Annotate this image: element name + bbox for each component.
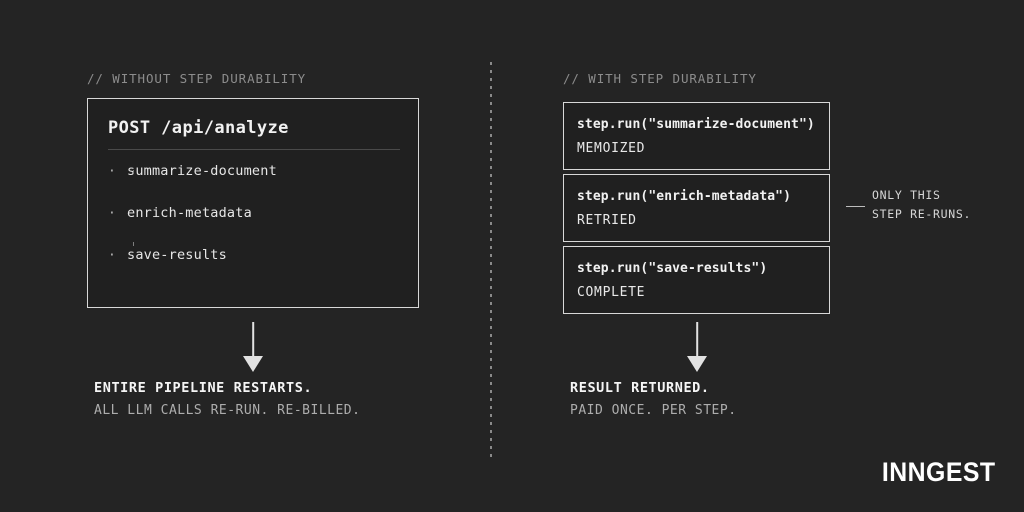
step-card-stack: step.run("summarize-document") MEMOIZED … <box>563 102 830 314</box>
status-badge: RETRIED <box>577 213 637 228</box>
callout-line-2: STEP RE-RUNS. <box>872 207 972 221</box>
bullet-icon: · <box>108 206 117 221</box>
arrow-shaft <box>252 322 254 358</box>
list-item: · enrich-metadata <box>108 205 400 247</box>
left-outcome-caption: ENTIRE PIPELINE RESTARTS. ALL LLM CALLS … <box>94 380 360 418</box>
arrow-shaft <box>696 322 698 358</box>
outcome-detail: PAID ONCE. PER STEP. <box>570 403 737 418</box>
callout-annotation: ONLY THIS STEP RE-RUNS. <box>872 186 971 224</box>
right-panel-comment: // WITH STEP DURABILITY <box>563 71 757 86</box>
outcome-headline: RESULT RETURNED. <box>570 380 710 396</box>
step-connector <box>133 242 134 246</box>
monolith-step-list: · summarize-document · enrich-metadata ·… <box>108 163 400 289</box>
step-call-label: step.run("enrich-metadata") <box>577 189 792 204</box>
monolith-divider-rule <box>108 149 400 150</box>
list-item: · save-results <box>108 247 400 289</box>
callout-leader-line <box>846 206 865 208</box>
outcome-detail: ALL LLM CALLS RE-RUN. RE-BILLED. <box>94 403 361 418</box>
down-arrow-icon <box>233 322 273 374</box>
list-item-label: summarize-document <box>127 163 277 179</box>
step-card: step.run("summarize-document") MEMOIZED <box>563 102 830 170</box>
status-badge: MEMOIZED <box>577 141 646 156</box>
callout-line-1: ONLY THIS <box>872 188 941 202</box>
arrow-head <box>687 356 707 372</box>
list-item-label: enrich-metadata <box>127 205 252 221</box>
bullet-icon: · <box>108 248 117 263</box>
step-card: step.run("enrich-metadata") RETRIED <box>563 174 830 242</box>
step-call-label: step.run("summarize-document") <box>577 117 815 132</box>
inngest-logo: INNGEST <box>882 457 996 487</box>
monolith-title: POST /api/analyze <box>108 118 289 138</box>
monolith-request-box: POST /api/analyze · summarize-document ·… <box>87 98 419 308</box>
arrow-head <box>243 356 263 372</box>
left-panel-comment: // WITHOUT STEP DURABILITY <box>87 71 307 86</box>
list-item: · summarize-document <box>108 163 400 205</box>
bullet-icon: · <box>108 164 117 179</box>
step-call-label: step.run("save-results") <box>577 261 768 276</box>
down-arrow-icon <box>677 322 717 374</box>
status-badge: COMPLETE <box>577 285 646 300</box>
outcome-headline: ENTIRE PIPELINE RESTARTS. <box>94 380 313 396</box>
step-connector <box>133 170 134 174</box>
step-card: step.run("save-results") COMPLETE <box>563 246 830 314</box>
list-item-label: save-results <box>127 247 227 263</box>
right-outcome-caption: RESULT RETURNED. PAID ONCE. PER STEP. <box>570 380 737 418</box>
vertical-dotted-divider <box>490 62 492 462</box>
